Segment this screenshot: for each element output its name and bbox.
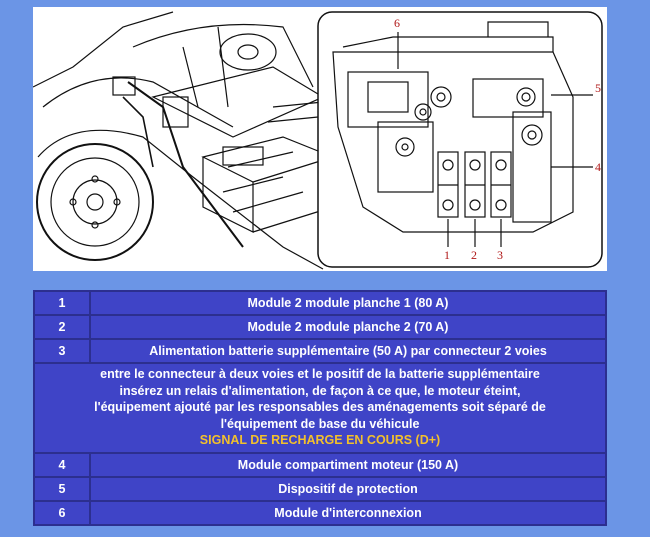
row-number: 5 (35, 477, 89, 500)
callout-1: 1 (444, 248, 450, 262)
note-line: l'équipement ajouté par les responsables… (94, 400, 546, 414)
fuse-box-drawing (332, 21, 593, 247)
charging-signal-label: SIGNAL DE RECHARGE EN COURS (D+) (199, 433, 441, 447)
callout-4: 4 (595, 160, 601, 174)
table-row: 1 Module 2 module planche 1 (80 A) (35, 292, 605, 314)
note-row: entre le connecteur à deux voies et le p… (35, 364, 605, 452)
table-row: 6 Module d'interconnexion (35, 501, 605, 524)
legend-table: 1 Module 2 module planche 1 (80 A) 2 Mod… (33, 290, 607, 526)
detail-frame (317, 11, 603, 268)
callout-6: 6 (394, 16, 400, 30)
row-description: Alimentation batterie supplémentaire (50… (91, 340, 605, 362)
callout-2: 2 (471, 248, 477, 262)
note-line: entre le connecteur à deux voies et le p… (100, 367, 540, 381)
fuse-box-illustration: 6 5 4 1 2 3 (33, 7, 607, 271)
row-number: 3 (35, 340, 89, 362)
row-number: 4 (35, 453, 89, 476)
callout-3: 3 (497, 248, 503, 262)
relay-note: entre le connecteur à deux voies et le p… (35, 364, 605, 452)
vehicle-drawing (33, 11, 335, 270)
table-row: 4 Module compartiment moteur (150 A) (35, 453, 605, 476)
table-row: 5 Dispositif de protection (35, 477, 605, 500)
illustration-svg: 6 5 4 1 2 3 (33, 11, 603, 270)
table-row: 2 Module 2 module planche 2 (70 A) (35, 316, 605, 338)
row-number: 1 (35, 292, 89, 314)
row-description: Module 2 module planche 2 (70 A) (91, 316, 605, 338)
row-description: Module compartiment moteur (150 A) (91, 453, 605, 476)
note-line: insérez un relais d'alimentation, de faç… (119, 383, 521, 398)
row-number: 6 (35, 501, 89, 524)
row-description: Module 2 module planche 1 (80 A) (91, 292, 605, 314)
table-row: 3 Alimentation batterie supplémentaire (… (35, 340, 605, 362)
callout-5: 5 (595, 81, 601, 95)
row-description: Dispositif de protection (91, 477, 605, 500)
note-line: l'équipement de base du véhicule (220, 416, 420, 431)
row-number: 2 (35, 316, 89, 338)
row-description: Module d'interconnexion (91, 501, 605, 524)
